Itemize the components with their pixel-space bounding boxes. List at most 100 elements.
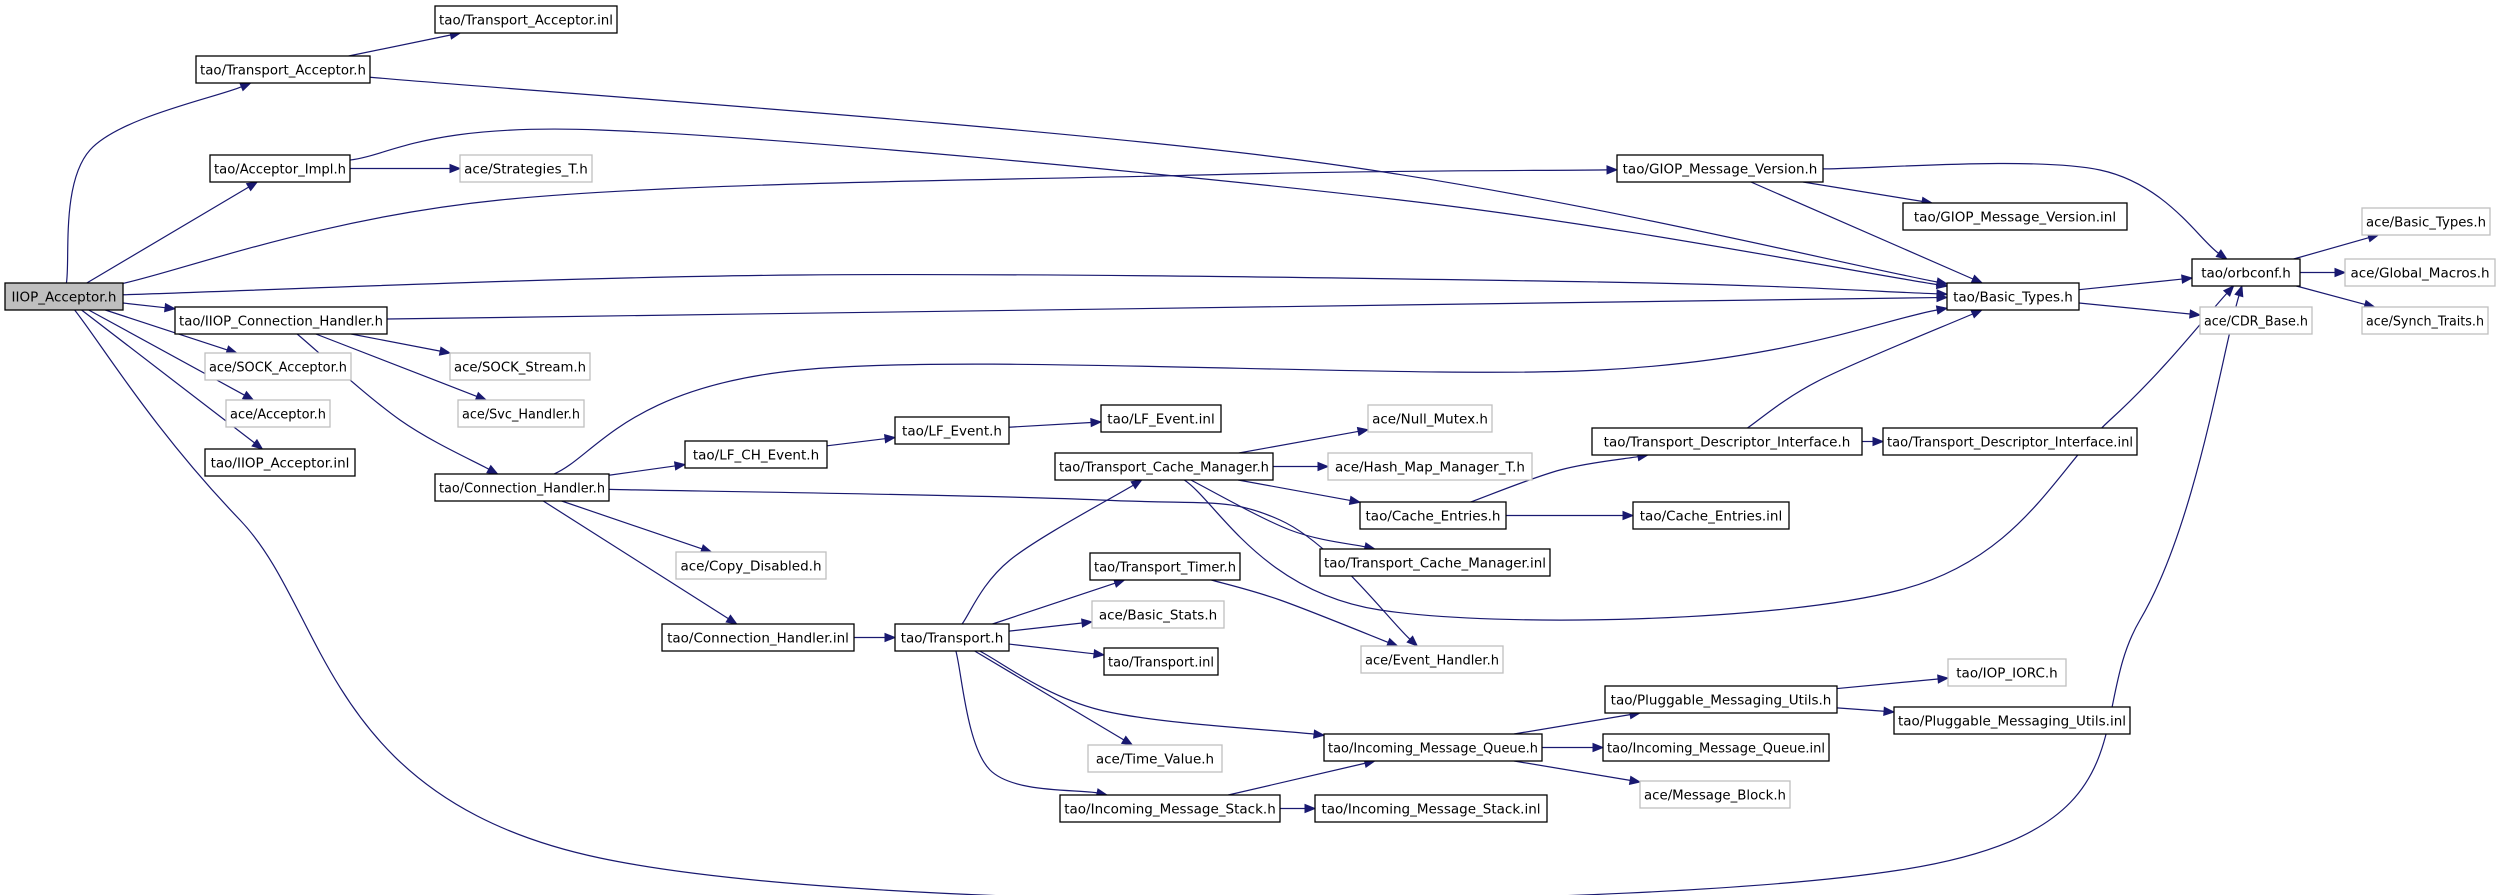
node-pluggable-messaging-utils-h[interactable]: tao/Pluggable_Messaging_Utils.h: [1604, 685, 1838, 714]
node-box: [1100, 404, 1222, 433]
node-box: [2199, 306, 2313, 335]
node-label: tao/Incoming_Message_Queue.inl: [1607, 741, 1825, 757]
node-pluggable-messaging-utils-inl[interactable]: tao/Pluggable_Messaging_Utils.inl: [1893, 706, 2131, 735]
node-cache-entries-h[interactable]: tao/Cache_Entries.h: [1359, 501, 1507, 530]
node-box: [225, 399, 331, 428]
edge-line: [1513, 760, 1631, 781]
node-box: [894, 623, 1010, 652]
edge-pluggable_messaging_utils_h-to-pluggable_messaging_utils_inl: [1836, 706, 1896, 716]
node-connection-handler-h[interactable]: tao/Connection_Handler.h: [434, 473, 610, 502]
node-iiop-acceptor-inl[interactable]: tao/IIOP_Acceptor.inl: [204, 448, 356, 477]
edge-incoming_message_queue_h-to-incoming_message_queue_inl: [1542, 742, 1605, 753]
node-transport-acceptor-h[interactable]: tao/Transport_Acceptor.h: [195, 55, 371, 84]
arrowhead-icon: [251, 438, 264, 450]
node-acceptor-impl-h[interactable]: tao/Acceptor_Impl.h: [209, 154, 351, 183]
edge-transport_cache_manager_h-to-hash_map_manager_t_h: [1273, 461, 1330, 472]
arrowhead-icon: [1970, 309, 1984, 319]
edge-transport_cache_manager_h-to-cache_entries_h: [1238, 479, 1362, 505]
node-box: [1359, 501, 1507, 530]
edge-transport_acceptor_h-to-transport_acceptor_inl: [348, 30, 462, 57]
arrowhead-icon: [1313, 729, 1326, 739]
node-null-mutex-h: ace/Null_Mutex.h: [1367, 404, 1493, 433]
edge-transport_h-to-incoming_message_stack_h: [955, 650, 1109, 798]
node-label: ace/Basic_Types.h: [2366, 215, 2486, 231]
node-box: [459, 154, 593, 183]
node-transport-descriptor-interface-h[interactable]: tao/Transport_Descriptor_Interface.h: [1591, 427, 1863, 456]
edge-line: [88, 309, 245, 396]
node-orbconf-h[interactable]: tao/orbconf.h: [2191, 258, 2301, 287]
node-label: tao/Transport_Descriptor_Interface.inl: [1887, 435, 2133, 451]
node-box: [675, 551, 827, 580]
node-label: tao/Transport_Cache_Manager.h: [1059, 460, 1269, 476]
edge-line: [1238, 430, 1359, 454]
node-sock-acceptor-h: ace/SOCK_Acceptor.h: [204, 352, 352, 381]
node-basic-types-tao-h[interactable]: tao/Basic_Types.h: [1946, 282, 2080, 311]
node-label: tao/Transport.inl: [1108, 655, 1214, 671]
arrowhead-icon: [1936, 292, 1949, 303]
node-incoming-message-queue-inl[interactable]: tao/Incoming_Message_Queue.inl: [1602, 733, 1830, 762]
edge-transport_h-to-incoming_message_queue_h: [979, 650, 1326, 739]
node-box: [1902, 202, 2128, 231]
node-transport-acceptor-inl[interactable]: tao/Transport_Acceptor.inl: [434, 5, 618, 34]
edge-transport_cache_manager_h-to-orbconf_h: [1183, 285, 2235, 621]
node-label: ace/Svc_Handler.h: [462, 407, 580, 423]
node-label: tao/GIOP_Message_Version.h: [1623, 162, 1818, 178]
node-box: [1591, 427, 1863, 456]
node-incoming-message-stack-inl[interactable]: tao/Incoming_Message_Stack.inl: [1314, 794, 1548, 823]
edge-line: [542, 500, 729, 620]
edge-line: [974, 650, 1125, 741]
node-incoming-message-stack-h[interactable]: tao/Incoming_Message_Stack.h: [1059, 794, 1281, 823]
edge-line: [1238, 479, 1351, 502]
node-giop-message-version-inl[interactable]: tao/GIOP_Message_Version.inl: [1902, 202, 2128, 231]
node-incoming-message-queue-h[interactable]: tao/Incoming_Message_Queue.h: [1323, 733, 1543, 762]
edge-line: [561, 500, 703, 550]
edge-transport_timer_h-to-event_handler_h: [1211, 579, 1399, 647]
node-label: ace/Global_Macros.h: [2350, 266, 2489, 282]
node-cache-entries-inl[interactable]: tao/Cache_Entries.inl: [1632, 501, 1790, 530]
node-label: ace/Basic_Stats.h: [1099, 608, 1217, 624]
edge-line: [1183, 292, 2228, 621]
edge-connection_handler_h-to-lf_ch_event_h: [608, 461, 687, 476]
edge-giop_message_version_h-to-giop_message_version_inl: [1802, 181, 1934, 206]
node-transport-inl[interactable]: tao/Transport.inl: [1103, 647, 1219, 676]
edge-iiop_acceptor_h-to-basic_types_tao_h: [122, 273, 1949, 299]
node-label: tao/Transport.h: [901, 631, 1004, 647]
edge-line: [349, 128, 1938, 286]
node-time-value-h: ace/Time_Value.h: [1087, 744, 1223, 773]
node-iiop-connection-handler-h[interactable]: tao/IIOP_Connection_Handler.h: [174, 306, 388, 335]
node-box: [209, 154, 351, 183]
node-message-block-h: ace/Message_Block.h: [1639, 780, 1791, 809]
node-iop-iorc-h: tao/IOP_IORC.h: [1947, 658, 2067, 687]
node-label: tao/IIOP_Connection_Handler.h: [179, 314, 383, 330]
node-box: [4, 282, 124, 311]
node-lf-ch-event-h[interactable]: tao/LF_CH_Event.h: [684, 440, 828, 469]
node-connection-handler-inl[interactable]: tao/Connection_Handler.inl: [661, 623, 855, 652]
node-box: [1639, 780, 1791, 809]
node-transport-timer-h[interactable]: tao/Transport_Timer.h: [1089, 552, 1241, 581]
arrowhead-icon: [725, 614, 738, 625]
arrowhead-icon: [2181, 274, 2194, 284]
edge-line: [351, 333, 441, 352]
arrowhead-icon: [1935, 279, 1949, 290]
edge-line: [2293, 237, 2369, 260]
node-iiop-acceptor-h[interactable]: IIOP_Acceptor.h: [4, 282, 124, 311]
edge-line: [1836, 707, 1885, 712]
edge-line: [86, 186, 249, 284]
edge-transport_cache_manager_h-to-null_mutex_h: [1238, 426, 1370, 454]
edge-line: [1211, 579, 1389, 643]
node-lf-event-inl[interactable]: tao/LF_Event.inl: [1100, 404, 1222, 433]
edge-line: [1228, 762, 1366, 796]
edge-line: [1513, 714, 1631, 735]
edge-line: [1836, 678, 1939, 690]
node-lf-event-h[interactable]: tao/LF_Event.h: [894, 416, 1010, 445]
node-transport-descriptor-interface-inl[interactable]: tao/Transport_Descriptor_Interface.inl: [1882, 427, 2138, 456]
node-transport-cache-manager-inl[interactable]: tao/Transport_Cache_Manager.inl: [1319, 548, 1551, 577]
arrowhead-icon: [1090, 417, 1103, 428]
node-giop-message-version-h[interactable]: tao/GIOP_Message_Version.h: [1616, 154, 1824, 183]
node-box: [661, 623, 855, 652]
node-box: [1360, 645, 1504, 674]
arrowhead-icon: [1406, 635, 1419, 647]
edge-line: [992, 582, 1116, 625]
node-transport-cache-manager-h[interactable]: tao/Transport_Cache_Manager.h: [1054, 452, 1274, 481]
node-transport-h[interactable]: tao/Transport.h: [894, 623, 1010, 652]
